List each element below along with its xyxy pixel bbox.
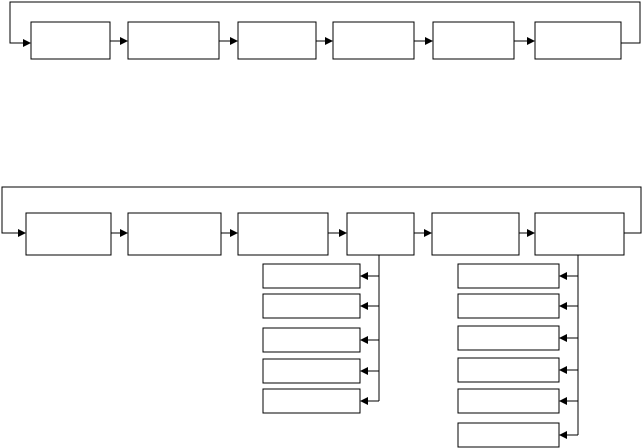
branch-stage-4-child-3-frame: [262, 327, 361, 353]
branch-stage-4-child-5: [262, 388, 361, 414]
branch-stage-4-child-2: [262, 293, 361, 319]
top-connector-2-arrowhead: [230, 37, 238, 45]
branch-stage-4-child-5-frame: [262, 388, 361, 414]
bottom-stage-4: [346, 212, 415, 256]
bottom-stage-2: [127, 212, 222, 256]
branch-stage-6-child-3-arrowhead: [559, 334, 567, 342]
branch-stage-4-child-4-frame: [262, 358, 361, 384]
bottom-connector-2-arrowhead: [230, 229, 238, 237]
top-stage-4: [332, 21, 415, 60]
bottom-stage-4-frame: [346, 212, 415, 256]
bottom-loop-back-line: [1, 186, 642, 234]
bottom-stage-3-frame: [237, 212, 329, 256]
branch-stage-6-child-4: [457, 357, 560, 383]
bottom-stage-6-frame: [534, 212, 625, 256]
branch-stage-6-child-2-frame: [457, 293, 560, 319]
bottom-stage-5-frame: [431, 212, 520, 256]
branch-stage-6-child-5: [457, 388, 560, 414]
bottom-connector-4-arrowhead: [424, 229, 432, 237]
bottom-stage-3: [237, 212, 329, 256]
top-connector-1-arrowhead: [120, 37, 128, 45]
branch-stage-4-child-1-frame: [262, 263, 361, 289]
top-stage-2: [127, 21, 220, 60]
branch-stage-4-child-1-arrowhead: [360, 272, 368, 280]
top-stage-6: [534, 21, 622, 60]
branch-stage-4-child-1: [262, 263, 361, 289]
branch-stage-6-child-5-frame: [457, 388, 560, 414]
top-connector-4-arrowhead: [425, 37, 433, 45]
branch-stage-4-child-2-arrowhead: [360, 302, 368, 310]
branch-stage-6-child-2: [457, 293, 560, 319]
bottom-connector-3-arrowhead: [339, 229, 347, 237]
top-stage-3-frame: [237, 21, 317, 60]
branch-stage-6-child-6: [457, 422, 560, 448]
bottom-stage-6: [534, 212, 625, 256]
branch-stage-6-child-6-arrowhead: [559, 431, 567, 439]
top-stage-6-frame: [534, 21, 622, 60]
branch-stage-6-child-1: [457, 263, 560, 289]
top-loop-back-line: [9, 1, 641, 44]
bottom-connector-5-arrowhead: [527, 229, 535, 237]
branch-stage-6-child-2-arrowhead: [559, 302, 567, 310]
bottom-connector-1-arrowhead: [120, 229, 128, 237]
top-stage-4-frame: [332, 21, 415, 60]
branch-stage-6-child-3: [457, 325, 560, 351]
bottom-stage-2-frame: [127, 212, 222, 256]
top-stage-5: [432, 21, 515, 60]
bottom-loop-back-arrowhead: [18, 229, 26, 237]
branch-stage-6-child-6-frame: [457, 422, 560, 448]
branch-stage-6-child-4-arrowhead: [559, 366, 567, 374]
branch-stage-4-child-5-arrowhead: [360, 397, 368, 405]
top-stage-1: [30, 21, 111, 60]
bottom-stage-1: [25, 212, 112, 256]
top-connector-5-arrowhead: [527, 37, 535, 45]
branch-stage-6-child-5-arrowhead: [559, 397, 567, 405]
branch-stage-4-child-2-frame: [262, 293, 361, 319]
branch-stage-4-child-4: [262, 358, 361, 384]
branch-stage-4-child-3: [262, 327, 361, 353]
top-stage-3: [237, 21, 317, 60]
top-stage-2-frame: [127, 21, 220, 60]
top-loop-back-arrowhead: [23, 39, 31, 47]
top-stage-1-frame: [30, 21, 111, 60]
branch-stage-4-child-3-arrowhead: [360, 336, 368, 344]
bottom-stage-1-frame: [25, 212, 112, 256]
branch-stage-6-child-1-frame: [457, 263, 560, 289]
branch-stage-6-child-4-frame: [457, 357, 560, 383]
top-connector-3-arrowhead: [325, 37, 333, 45]
top-stage-5-frame: [432, 21, 515, 60]
branch-stage-6-child-3-frame: [457, 325, 560, 351]
branch-stage-4-child-4-arrowhead: [360, 367, 368, 375]
branch-stage-6-child-1-arrowhead: [559, 272, 567, 280]
bottom-stage-5: [431, 212, 520, 256]
